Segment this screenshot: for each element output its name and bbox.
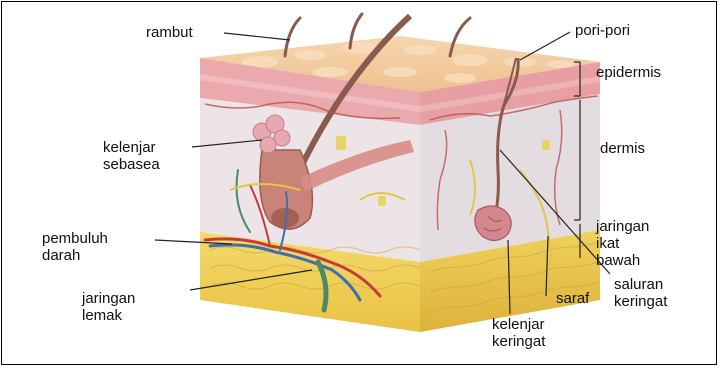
label-kelenjar-sebasea-line1: kelenjar <box>103 139 160 156</box>
label-saluran-keringat: saluran keringat <box>614 276 667 310</box>
label-jaringan-ikat-bawah-line2: ikat <box>596 235 649 252</box>
label-jaringan-ikat-bawah: jaringan ikat bawah <box>596 218 649 269</box>
label-kelenjar-keringat-line1: kelenjar <box>492 316 545 333</box>
label-pembuluh-darah-line2: darah <box>42 247 108 264</box>
label-kelenjar-sebasea: kelenjar sebasea <box>103 139 160 173</box>
label-saluran-keringat-line2: keringat <box>614 293 667 310</box>
label-saraf: saraf <box>556 290 589 307</box>
label-kelenjar-keringat-line2: keringat <box>492 333 545 350</box>
label-jaringan-ikat-bawah-line1: jaringan <box>596 218 649 235</box>
label-pori-pori: pori-pori <box>575 22 630 39</box>
label-jaringan-lemak-line1: jaringan <box>82 290 135 307</box>
label-pembuluh-darah: pembuluh darah <box>42 230 108 264</box>
label-epidermis: epidermis <box>596 64 661 81</box>
label-jaringan-lemak-line2: lemak <box>82 307 135 324</box>
label-jaringan-lemak: jaringan lemak <box>82 290 135 324</box>
label-rambut: rambut <box>146 24 193 41</box>
label-pembuluh-darah-line1: pembuluh <box>42 230 108 247</box>
label-kelenjar-keringat: kelenjar keringat <box>492 316 545 350</box>
label-dermis: dermis <box>600 140 645 157</box>
label-kelenjar-sebasea-line2: sebasea <box>103 156 160 173</box>
label-jaringan-ikat-bawah-line3: bawah <box>596 252 649 269</box>
label-saluran-keringat-line1: saluran <box>614 276 667 293</box>
